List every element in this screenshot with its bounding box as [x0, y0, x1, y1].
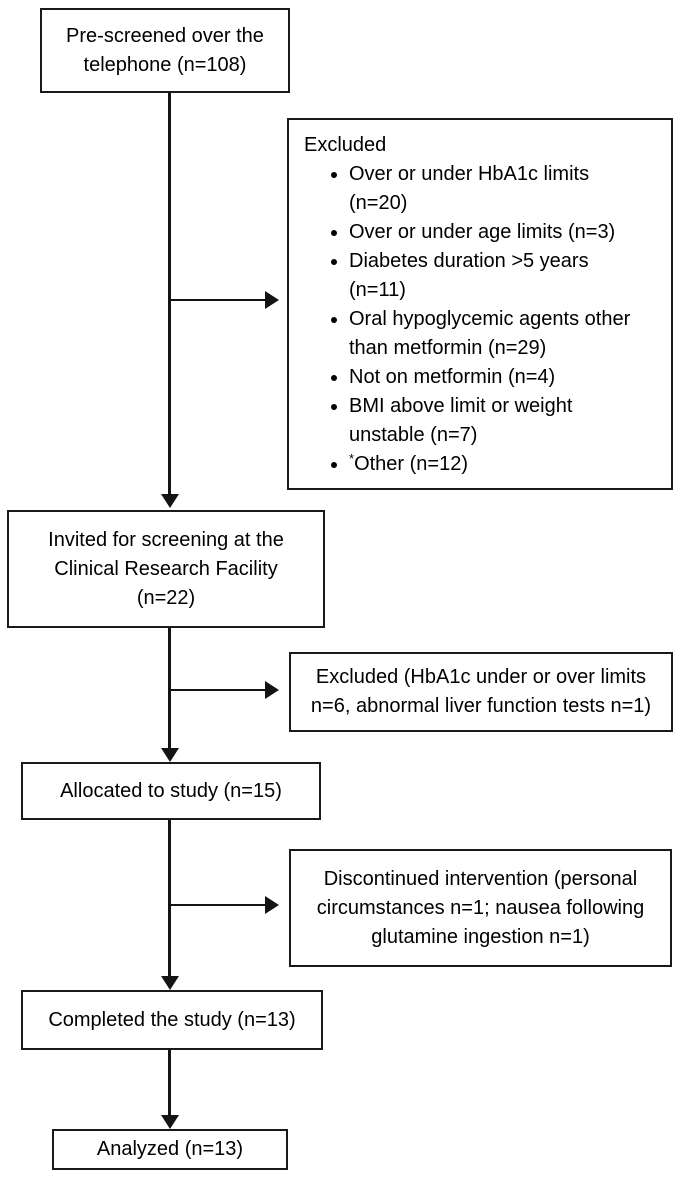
flow-box-discontinued-label: Discontinued intervention (personal circ…: [316, 867, 645, 948]
excluded-reason-item: Over or under age limits (n=3): [349, 218, 637, 247]
flow-box-prescreened-label: Pre-screened over the telephone (n=108): [66, 24, 264, 76]
arrowhead-branch-excluded-prescreen: [265, 291, 279, 309]
arrow-line-branch-excluded-screening: [170, 689, 265, 691]
flow-box-excluded-prescreen: Excluded Over or under HbA1c limits (n=2…: [287, 118, 673, 490]
excluded-reason-item: Oral hypoglycemic agents other than metf…: [349, 305, 637, 363]
arrow-line-prescreened-to-invited: [168, 93, 171, 494]
flow-box-allocated: Allocated to study (n=15): [21, 762, 321, 820]
arrow-line-branch-discontinued: [170, 904, 265, 906]
arrowhead-invited-to-allocated: [161, 748, 179, 762]
flow-box-invited-label: Invited for screening at the Clinical Re…: [48, 528, 284, 609]
arrowhead-completed-to-analyzed: [161, 1115, 179, 1129]
arrowhead-branch-discontinued: [265, 896, 279, 914]
flow-box-excluded-screening-label: Excluded (HbA1c under or over limits n=6…: [310, 666, 652, 717]
arrow-line-completed-to-analyzed: [168, 1050, 171, 1115]
flow-box-excluded-screening: Excluded (HbA1c under or over limits n=6…: [289, 652, 673, 732]
excluded-reason-item: Over or under HbA1c limits (n=20): [349, 160, 637, 218]
arrowhead-prescreened-to-invited: [161, 494, 179, 508]
flow-box-allocated-label: Allocated to study (n=15): [60, 779, 282, 802]
excluded-reason-item: BMI above limit or weight unstable (n=7): [349, 392, 637, 450]
arrowhead-branch-excluded-screening: [265, 681, 279, 699]
excluded-reason-item: Diabetes duration >5 years (n=11): [349, 247, 637, 305]
flow-box-invited: Invited for screening at the Clinical Re…: [7, 510, 325, 628]
flow-box-prescreened: Pre-screened over the telephone (n=108): [40, 8, 290, 93]
flow-box-discontinued: Discontinued intervention (personal circ…: [289, 849, 672, 967]
footnote-asterisk-marker: *: [349, 451, 355, 466]
flow-box-analyzed-label: Analyzed (n=13): [96, 1138, 244, 1160]
arrow-line-branch-excluded-prescreen: [170, 299, 265, 301]
arrow-line-invited-to-allocated: [168, 628, 171, 748]
arrow-line-allocated-to-completed: [168, 820, 171, 976]
excluded-reason-item-other: *Other (n=12): [349, 450, 637, 479]
excluded-reason-item: Not on metformin (n=4): [349, 363, 637, 392]
excluded-reason-other-label: Other (n=12): [354, 453, 469, 475]
flow-box-completed: Completed the study (n=13): [21, 990, 323, 1050]
excluded-prescreen-list: Over or under HbA1c limits (n=20) Over o…: [304, 160, 661, 479]
flow-box-completed-label: Completed the study (n=13): [48, 1008, 296, 1031]
arrowhead-allocated-to-completed: [161, 976, 179, 990]
flow-box-analyzed: Analyzed (n=13): [52, 1129, 288, 1170]
excluded-prescreen-title: Excluded: [304, 134, 387, 156]
